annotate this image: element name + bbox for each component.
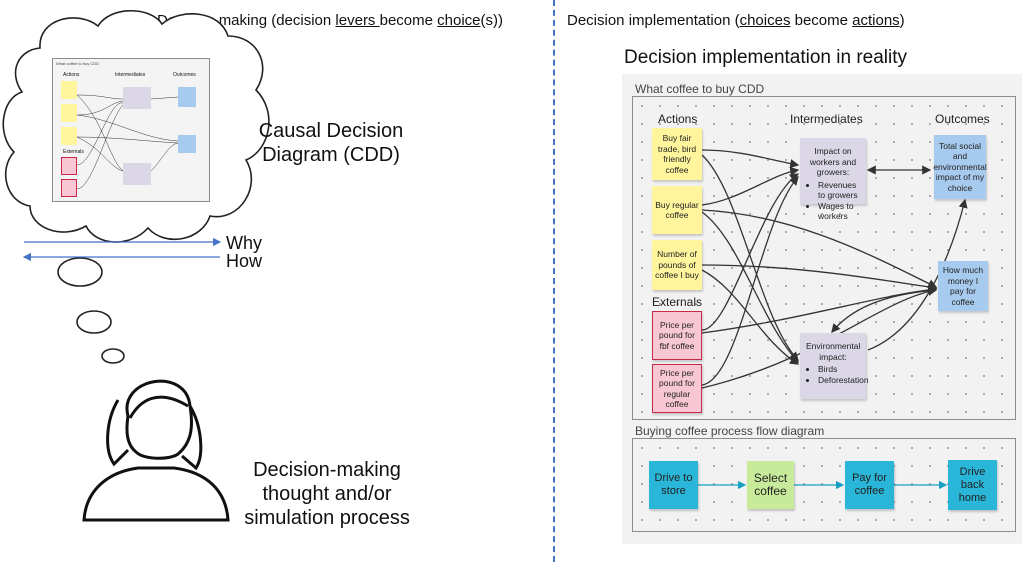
process-label: Decision-making thought and/or simulatio… bbox=[244, 459, 410, 529]
thumb-action-note bbox=[61, 81, 77, 99]
reality-heading: Decision implementation in reality bbox=[624, 47, 908, 68]
flow-frame-title: Buying coffee process flow diagram bbox=[635, 424, 825, 438]
section-divider bbox=[553, 0, 555, 562]
col-intermediates: Intermediates bbox=[790, 112, 863, 126]
action-note-pounds[interactable]: Number of pounds of coffee I buy bbox=[652, 240, 702, 290]
why-label: Why bbox=[226, 233, 262, 253]
outcome-note-money[interactable]: How much money I pay for coffee bbox=[938, 261, 988, 311]
person-icon bbox=[82, 379, 230, 522]
flow-step-drive-back-home[interactable]: Drive back home bbox=[948, 460, 997, 510]
cdd-frame-title: What coffee to buy CDD bbox=[635, 82, 765, 96]
externals-label: Externals bbox=[652, 295, 703, 309]
cdd-label: Causal Decision Diagram (CDD) bbox=[258, 120, 404, 166]
flow-step-drive-to-store[interactable]: Drive to store bbox=[649, 461, 698, 509]
flow-step-select-coffee[interactable]: Select coffee bbox=[747, 461, 794, 509]
action-note-fbf[interactable]: Buy fair trade, bird friendly coffee bbox=[652, 128, 702, 180]
workers-bullets: Revenues to growers Wages to workers bbox=[806, 180, 860, 222]
outcome-note-total-impact[interactable]: Total social and environmental impact of… bbox=[933, 135, 987, 199]
thumb-external-note bbox=[61, 179, 77, 197]
intermediate-note-workers[interactable]: Impact on workers and growers: Revenues … bbox=[800, 138, 866, 221]
thumb-action-note bbox=[61, 104, 77, 122]
thumb-intermediate-note bbox=[123, 87, 151, 109]
thumb-outcome-note bbox=[178, 87, 196, 107]
col-outcomes: Outcomes bbox=[935, 112, 990, 126]
col-actions: Actions bbox=[658, 112, 698, 126]
thumb-action-note bbox=[61, 127, 77, 145]
thumb-intermediate-note bbox=[123, 163, 151, 185]
why-how-arrows bbox=[22, 237, 222, 262]
how-label: How bbox=[226, 251, 263, 271]
external-note-regular-price[interactable]: Price per pound for regular coffee bbox=[652, 364, 702, 413]
right-title: Decision implementation (choices become … bbox=[567, 12, 905, 29]
action-note-regular[interactable]: Buy regular coffee bbox=[652, 186, 702, 234]
external-note-fbf-price[interactable]: Price per pound for fbf coffee bbox=[652, 311, 702, 360]
thumb-external-note bbox=[61, 157, 77, 175]
intermediate-note-environment[interactable]: Environmental impact: Birds Deforestatio… bbox=[800, 333, 869, 399]
thumb-outcome-note bbox=[178, 135, 196, 153]
cdd-thumbnail: What coffee to buy CDD Actions Intermedi… bbox=[52, 58, 210, 202]
flow-step-pay-for-coffee[interactable]: Pay for coffee bbox=[845, 461, 894, 509]
environment-bullets: Birds Deforestation bbox=[806, 364, 869, 385]
thumbnail-arrows bbox=[76, 94, 179, 190]
